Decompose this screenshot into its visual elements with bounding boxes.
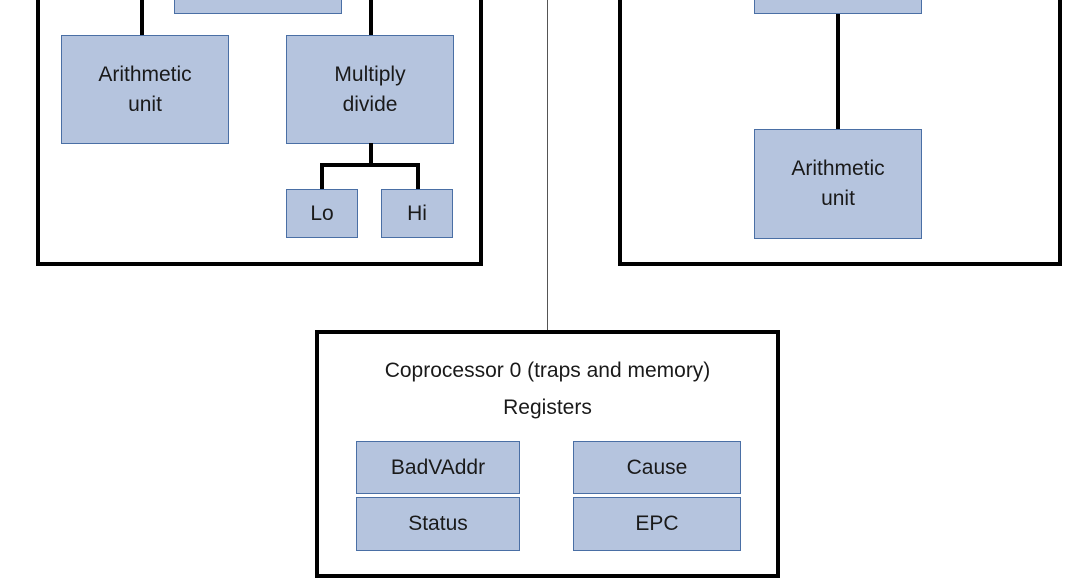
left-unit-frame xyxy=(36,0,483,266)
register-epc: EPC xyxy=(573,497,741,551)
right-unit-frame xyxy=(618,0,1062,266)
register-badvaddr: BadVAddr xyxy=(356,441,520,494)
multiply-divide-box: Multiply divide xyxy=(286,35,454,144)
register-status: Status xyxy=(356,497,520,551)
hi-register-box: Hi xyxy=(381,189,453,238)
right-registers-box xyxy=(754,0,922,14)
left-arithmetic-unit-box: Arithmetic unit xyxy=(61,35,229,144)
right-arithmetic-unit-box: Arithmetic unit xyxy=(754,129,922,239)
muldiv-stem xyxy=(369,143,373,166)
coprocessor0-subtitle: Registers xyxy=(503,396,592,419)
hi-stem xyxy=(416,163,420,190)
bus-line xyxy=(547,0,548,331)
register-cause: Cause xyxy=(573,441,741,494)
lo-register-box: Lo xyxy=(286,189,358,238)
left-connector-arith xyxy=(140,0,144,36)
lo-stem xyxy=(320,163,324,190)
coprocessor0-title: Coprocessor 0 (traps and memory) xyxy=(384,359,711,382)
right-connector-arith xyxy=(836,14,840,130)
left-connector-muldiv xyxy=(369,0,373,36)
lo-hi-bar xyxy=(320,163,420,167)
coprocessor0-frame xyxy=(315,330,780,578)
left-registers-box xyxy=(174,0,342,14)
